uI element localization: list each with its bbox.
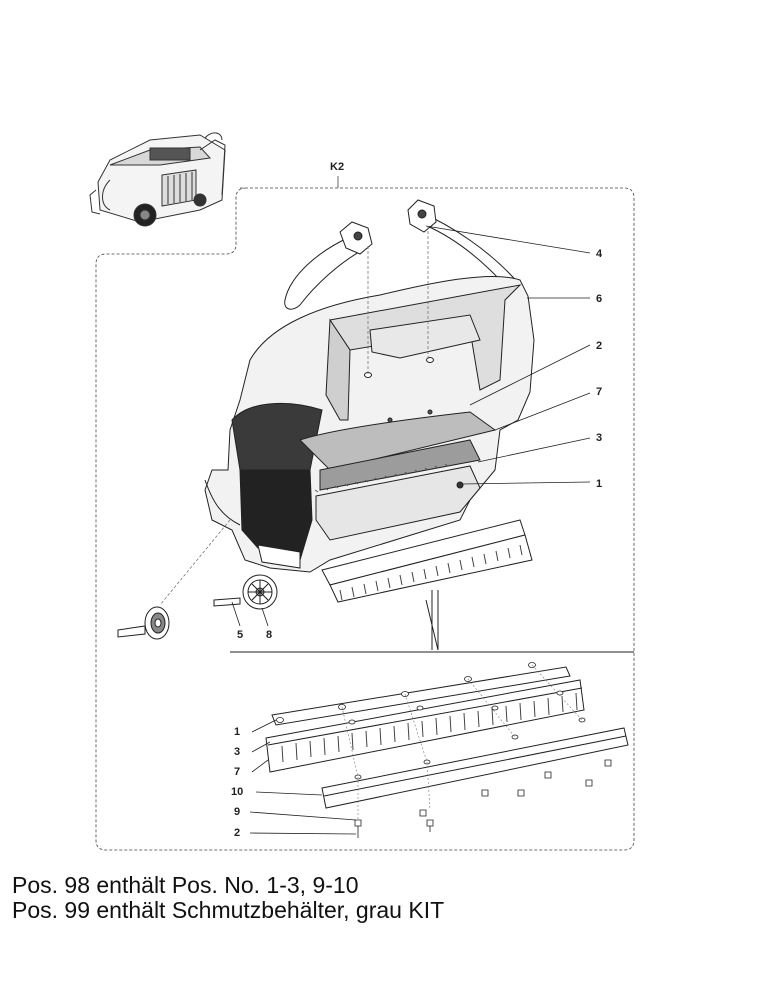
machine-overview-thumbnail	[89, 132, 226, 227]
callout-upper-1: 1	[596, 478, 602, 490]
callout-upper-8: 8	[266, 629, 272, 641]
detail-bottom-strip	[321, 727, 629, 809]
wheel	[242, 574, 278, 610]
callout-upper-4: 4	[596, 248, 603, 260]
scraper-strip-upper	[321, 519, 533, 603]
callout-upper-2: 2	[596, 340, 602, 352]
wheel-assembly	[117, 606, 170, 640]
section-label-k2: K2	[330, 161, 344, 173]
detail-hardware	[276, 662, 612, 838]
callout-lower-2: 2	[234, 827, 240, 839]
upper-dash-lines	[159, 226, 429, 606]
callout-upper-3: 3	[596, 432, 602, 444]
axle-pin	[213, 597, 241, 607]
callout-lower-10: 10	[231, 786, 243, 798]
detail-scraper-blade	[265, 679, 585, 773]
upper-leader-lines	[231, 225, 591, 627]
detail-connector	[230, 590, 634, 653]
assembly-boundary	[95, 187, 635, 851]
dirt-tank-body	[204, 275, 535, 573]
exploded-parts-diagram: K2	[89, 132, 635, 851]
callout-lower-1: 1	[234, 726, 240, 738]
callout-upper-7: 7	[596, 386, 602, 398]
lower-leader-lines	[249, 719, 357, 835]
caption-pos-99: Pos. 99 enthält Schmutzbehälter, grau KI…	[12, 897, 445, 923]
caption-pos-98: Pos. 98 enthält Pos. No. 1-3, 9-10	[12, 872, 359, 898]
callout-upper-6: 6	[596, 293, 602, 305]
callout-lower-3: 3	[234, 746, 240, 758]
callout-upper-5: 5	[237, 629, 243, 641]
callout-lower-7: 7	[234, 766, 240, 778]
handle-bar	[284, 199, 524, 310]
detail-top-strip	[271, 666, 571, 726]
callout-lower-9: 9	[234, 806, 240, 818]
detail-dash-lines	[341, 664, 583, 820]
